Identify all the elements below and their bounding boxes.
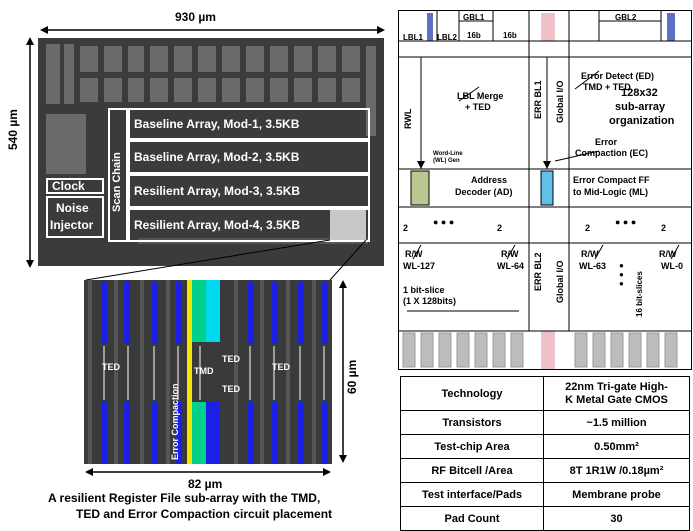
module-4-highlight: [330, 210, 366, 240]
ff-label-1: Error Compact FF: [573, 175, 650, 185]
org-label-2: sub-array: [615, 101, 666, 113]
table-row: Transistors ~1.5 million: [400, 410, 690, 435]
spec-value: 0.50mm²: [543, 434, 690, 459]
zoom-width-label: 82 µm: [188, 477, 223, 491]
tmd-label: TMD: [194, 366, 214, 376]
bus-width-3: 2: [585, 223, 591, 233]
spec-value: 22nm Tri-gate High- K Metal Gate CMOS: [543, 376, 690, 411]
dots-left: ● ● ●: [433, 217, 455, 227]
ad-label-1: Address: [471, 175, 508, 185]
16-bit-slices-label: 16 bit-slices: [635, 271, 644, 317]
module-3-box: [128, 174, 370, 208]
spec-key: Technology: [400, 376, 544, 411]
caption-line2: TED and Error Compaction circuit placeme…: [76, 507, 333, 521]
module-1-box: [128, 108, 370, 140]
die-photo: Scan Chain Baseline Array, Mod-1, 3.5KB …: [38, 38, 384, 266]
zoom-photo: TED TED TMD TED TED Error Compaction: [84, 280, 332, 464]
bus-width-1: 2: [403, 223, 409, 233]
table-row: Technology 22nm Tri-gate High- K Metal G…: [400, 376, 690, 411]
noise-injector-box: [46, 196, 104, 238]
module-4-label: Resilient Array, Mod-4, 3.5KB: [134, 218, 301, 232]
rw-2: R/W: [501, 249, 519, 259]
ec-label-1: Error: [595, 137, 618, 147]
16b-a-label: 16b: [467, 31, 481, 40]
spec-value: 8T 1R1W /0.18µm²: [543, 458, 690, 483]
bit-slice-label-1: 1 bit-slice: [403, 285, 445, 295]
wl127-label: WL-127: [403, 261, 436, 271]
die-height-arrow: [26, 37, 34, 268]
rw-1: R/W: [405, 249, 423, 259]
rwl-label: RWL: [403, 108, 413, 129]
org-label-1: 128x32: [621, 87, 658, 99]
gbl1-label: GBL1: [463, 13, 485, 22]
bus-width-4: 2: [661, 223, 667, 233]
bit-slice-label-2: (1 X 128bits): [403, 296, 457, 306]
module-3-label: Resilient Array, Mod-3, 3.5KB: [134, 184, 301, 198]
ted-label-center-2: TED: [222, 384, 240, 394]
zoom-arrows: [103, 346, 325, 400]
ff-label-2: to Mid-Logic (ML): [573, 187, 648, 197]
spec-value: Membrane probe: [543, 482, 690, 507]
wl-gen-label-1: Word-Line: [433, 151, 463, 157]
lbl1-label: LBL1: [403, 33, 423, 42]
ed-label-2: TMD + TED: [583, 82, 631, 92]
spec-table: Technology 22nm Tri-gate High- K Metal G…: [400, 376, 690, 531]
lbl-merge-1: LBL Merge: [457, 91, 504, 101]
vertical-dots: ●●●: [619, 261, 624, 288]
bus-width-2: 2: [497, 223, 503, 233]
spec-key: RF Bitcell /Area: [400, 458, 544, 483]
rw-4: R/W: [659, 249, 677, 259]
org-label-3: organization: [609, 115, 675, 127]
spec-value-line2: K Metal Gate CMOS: [565, 393, 668, 406]
ted-label-left: TED: [102, 362, 120, 372]
zoom-texture: [84, 280, 332, 464]
caption-line1: A resilient Register File sub-array with…: [48, 491, 321, 505]
lbl2-label: LBL2: [437, 33, 457, 42]
clock-box: [46, 178, 104, 194]
gbl2-label: GBL2: [615, 13, 637, 22]
noise-injector-line2: Injector: [50, 218, 94, 232]
16b-b-label: 16b: [503, 31, 517, 40]
table-row: Test interface/Pads Membrane probe: [400, 482, 690, 507]
err-bl1-label: ERR BL1: [533, 80, 543, 119]
zoom-dimension-arrows: [85, 280, 347, 476]
module-4-box: [128, 208, 370, 242]
spec-key: Test interface/Pads: [400, 482, 544, 507]
module-2-box: [128, 140, 370, 174]
clock-label: Clock: [52, 179, 85, 193]
module-1-label: Baseline Array, Mod-1, 3.5KB: [134, 117, 300, 131]
wl-gen-label-2: (WL) Gen: [433, 158, 460, 164]
die-texture: [38, 38, 384, 266]
wl64-label: WL-64: [497, 261, 524, 271]
scan-chain-box: [108, 108, 128, 242]
module-2-label: Baseline Array, Mod-2, 3.5KB: [134, 150, 300, 164]
spec-value-line1: 22nm Tri-gate High-: [565, 380, 668, 393]
global-io-label-top: Global I/O: [555, 80, 565, 123]
spec-table-wrap: Technology 22nm Tri-gate High- K Metal G…: [400, 376, 690, 531]
wl0-label: WL-0: [661, 261, 683, 271]
die-width-label: 930 µm: [175, 10, 216, 24]
ec-label-2: Compaction (EC): [575, 148, 648, 158]
ed-label-1: Error Detect (ED): [581, 71, 655, 81]
spec-key: Transistors: [400, 410, 544, 435]
ted-label-right: TED: [272, 362, 290, 372]
wl63-label: WL-63: [579, 261, 606, 271]
global-io-label-bottom: Global I/O: [555, 260, 565, 303]
schematic: LBL1 LBL2 GBL1 16b 16b GBL2 RWL LBL Merg…: [398, 10, 692, 370]
zoom-height-label: 60 µm: [345, 359, 359, 394]
schematic-lines: [399, 11, 691, 369]
ad-label-2: Decoder (AD): [455, 187, 513, 197]
ted-label-center-1: TED: [222, 354, 240, 364]
table-row: Test-chip Area 0.50mm²: [400, 434, 690, 459]
err-bl2-label: ERR BL2: [533, 252, 543, 291]
dots-right: ● ● ●: [615, 217, 637, 227]
lbl-merge-2: + TED: [465, 102, 491, 112]
zoom-lines: [85, 239, 367, 281]
table-row: RF Bitcell /Area 8T 1R1W /0.18µm²: [400, 458, 690, 483]
rw-3: R/W: [581, 249, 599, 259]
noise-injector-line1: Noise: [56, 201, 89, 215]
spec-key: Test-chip Area: [400, 434, 544, 459]
spec-value: ~1.5 million: [543, 410, 690, 435]
die-width-arrow: [40, 26, 385, 34]
